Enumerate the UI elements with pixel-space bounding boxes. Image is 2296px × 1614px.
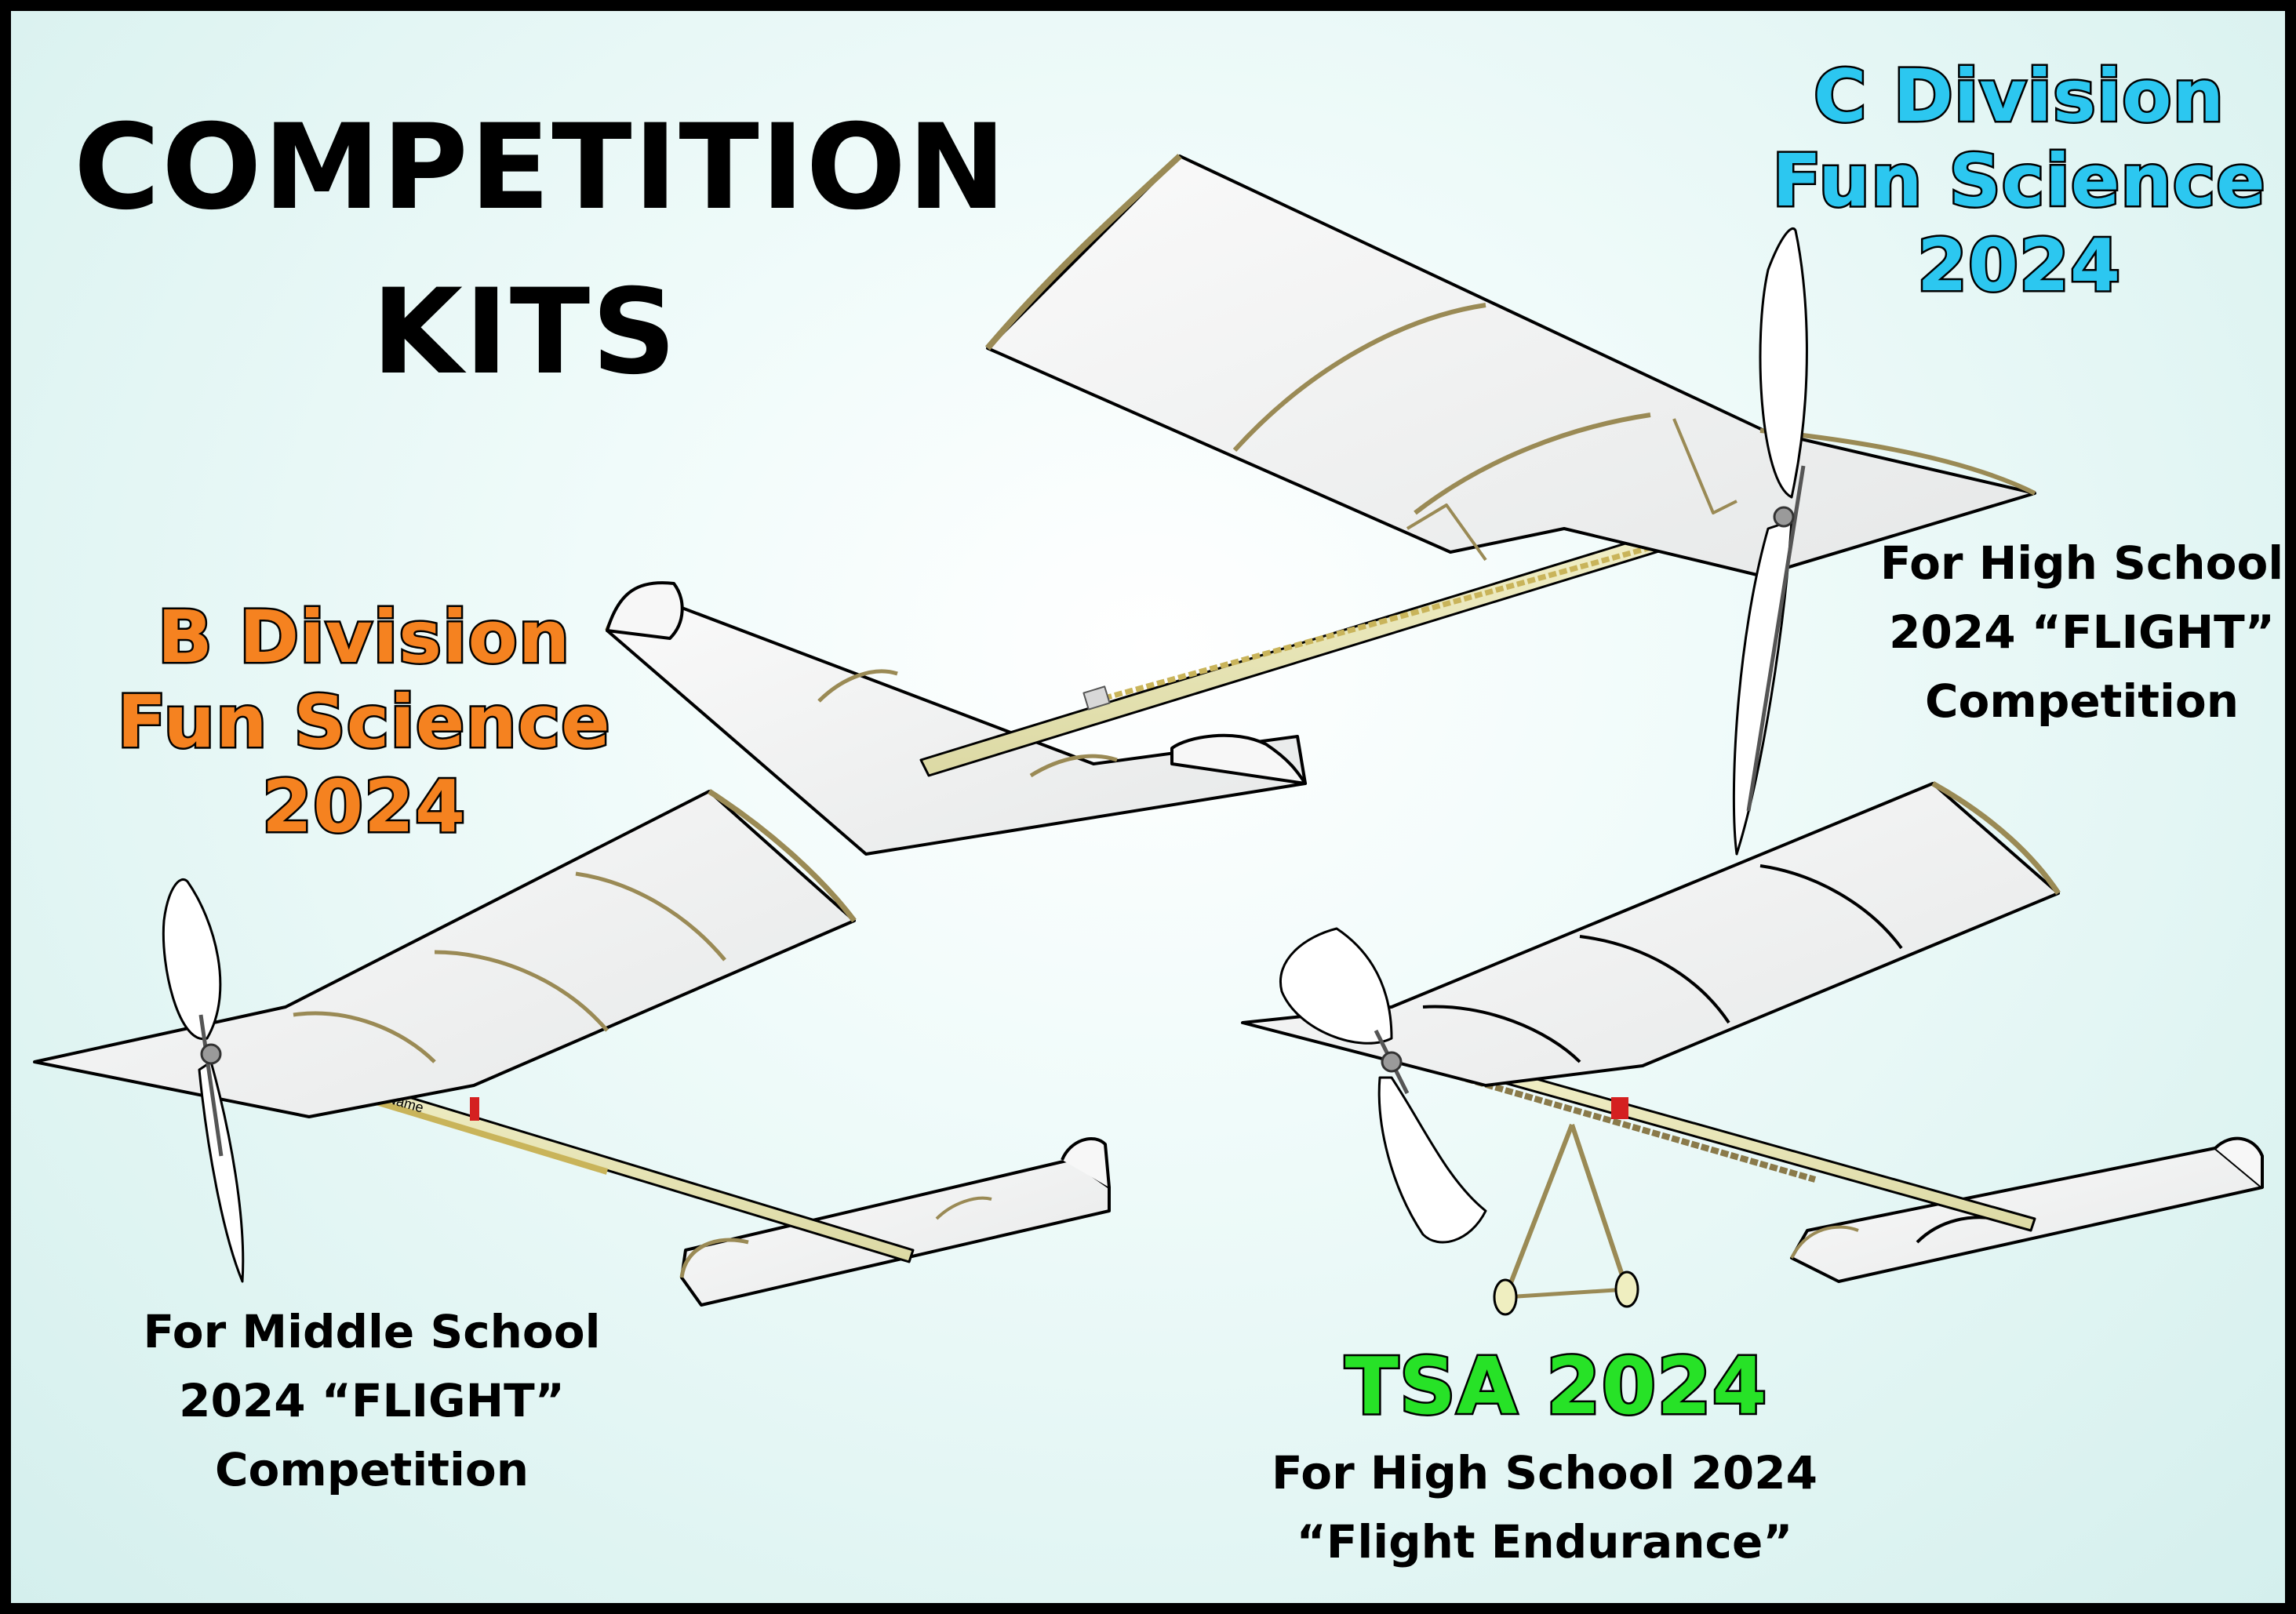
b-division-heading: B Division Fun Science 2024 <box>58 594 670 851</box>
c-division-plane <box>605 154 2036 856</box>
c-division-heading: C Division Fun Science 2024 <box>1713 53 2285 310</box>
b-desc-line1: For Middle School <box>143 1305 601 1358</box>
c-wing <box>984 154 2036 577</box>
b-desc-line3: Competition <box>214 1443 529 1496</box>
c-division-line1: C Division <box>1812 53 2226 140</box>
poster-title: COMPETITION KITS <box>74 85 1008 415</box>
poster-title-line2: KITS <box>371 264 679 401</box>
tsa-description: For High School 2024 “Flight Endurance” <box>1203 1438 1886 1576</box>
b-division-line1: B Division <box>155 594 572 682</box>
c-stabilizer <box>605 581 1307 856</box>
c-division-line2: Fun Science <box>1770 137 2267 225</box>
b-propeller <box>162 878 245 1283</box>
b-wing <box>33 789 857 1118</box>
c-division-description: For High School 2024 “FLIGHT” Competitio… <box>1847 529 2285 736</box>
c-propeller <box>1732 227 1808 856</box>
tsa-plane <box>1241 780 2264 1316</box>
tsa-desc-line2: “Flight Endurance” <box>1296 1515 1793 1569</box>
tsa-stabilizer <box>1790 1136 2264 1283</box>
b-division-line3: 2024 <box>260 763 467 851</box>
b-division-plane: School Name <box>33 789 1111 1307</box>
c-desc-line3: Competition <box>1924 674 2240 728</box>
c-desc-line2: 2024 “FLIGHT” <box>1889 605 2275 659</box>
b-division-description: For Middle School 2024 “FLIGHT” Competit… <box>89 1297 654 1504</box>
tsa-wing <box>1241 780 2061 1087</box>
tsa-heading: TSA 2024 <box>1343 1340 1769 1432</box>
tsa-desc-line1: For High School 2024 <box>1272 1446 1818 1499</box>
poster-title-line1: COMPETITION <box>74 100 1008 236</box>
airplane-illustrations: School Name <box>33 154 2264 1316</box>
b-stabilizer <box>679 1136 1111 1307</box>
tsa-landing-gear <box>1493 1123 1639 1316</box>
b-desc-line2: 2024 “FLIGHT” <box>179 1374 565 1427</box>
tsa-propeller <box>1279 927 1487 1244</box>
c-desc-line1: For High School <box>1879 536 2284 590</box>
b-division-line2: Fun Science <box>115 678 612 766</box>
c-division-line3: 2024 <box>1915 222 2122 310</box>
